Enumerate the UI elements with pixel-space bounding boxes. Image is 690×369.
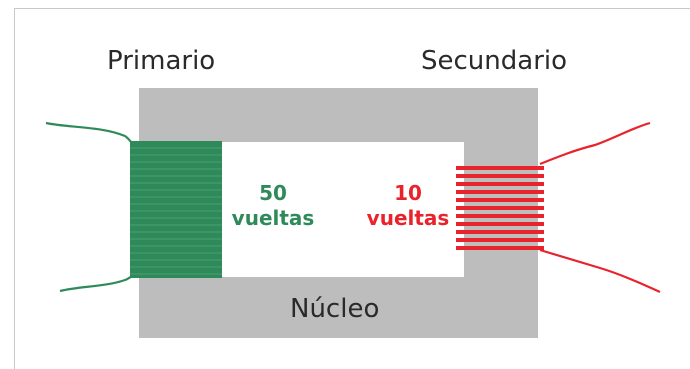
primary-lead-top (45, 121, 134, 145)
secondary-label: Secundario (421, 46, 568, 76)
secondary-turns: 10 vueltas (359, 181, 457, 231)
primary-label: Primario (107, 46, 216, 76)
primary-winding (130, 141, 222, 278)
primary-turns: 50 vueltas (224, 181, 322, 231)
primary-turns-count: 50 (259, 181, 287, 205)
secondary-lead-top (539, 121, 651, 166)
frame-border-top (14, 8, 690, 9)
primary-winding-stripes (130, 147, 222, 275)
primary-lead-bottom (59, 274, 134, 293)
secondary-winding (456, 166, 544, 250)
secondary-lead-bottom (539, 248, 661, 294)
secondary-turns-count: 10 (394, 181, 422, 205)
core-label: Núcleo (290, 294, 380, 324)
frame-border-left (14, 8, 15, 369)
secondary-turns-unit: vueltas (366, 206, 450, 230)
primary-turns-unit: vueltas (231, 206, 315, 230)
